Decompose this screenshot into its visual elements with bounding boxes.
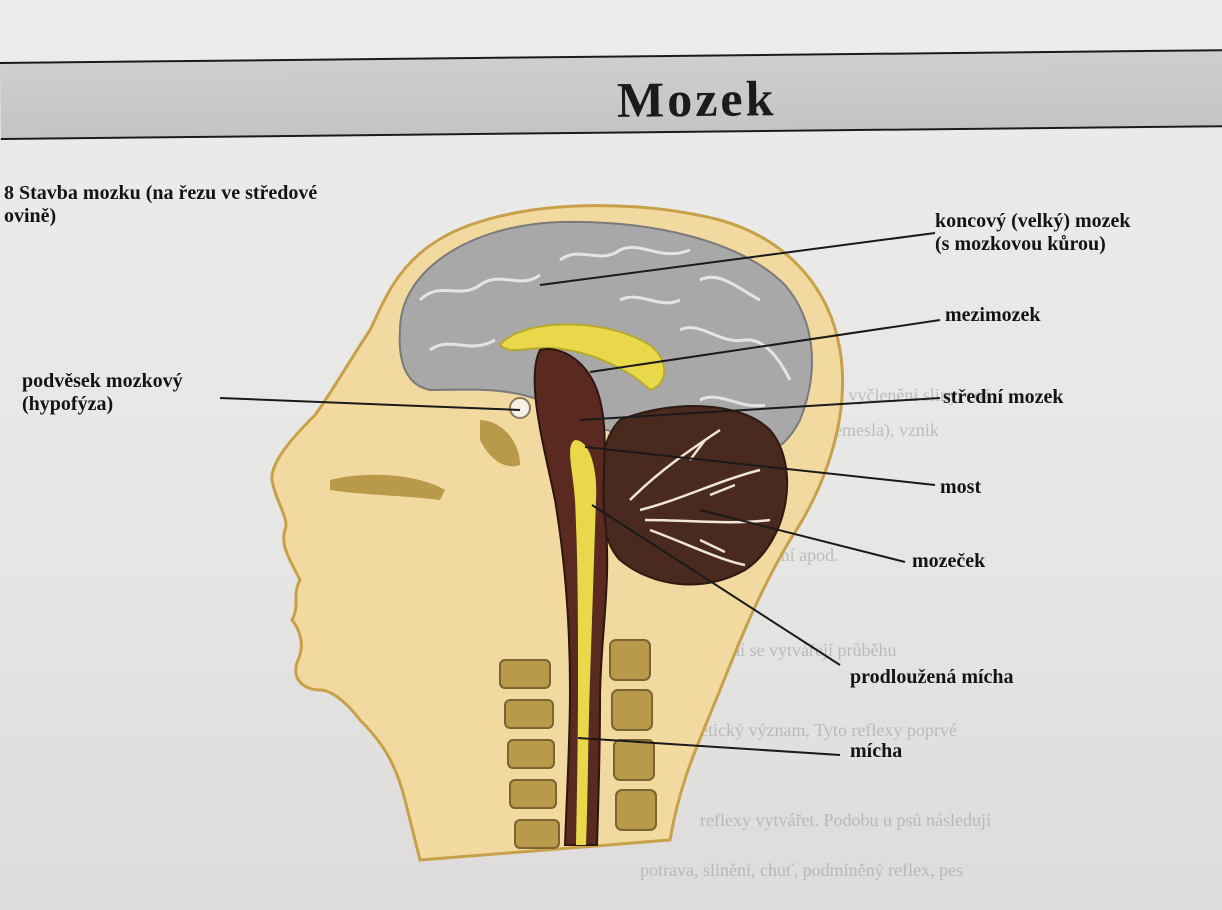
- label-pons: most: [940, 476, 981, 499]
- label-cerebrum: koncový (velký) mozek (s mozkovou kůrou): [935, 210, 1131, 256]
- cerebellum: [599, 406, 787, 584]
- label-medulla: prodloužená mícha: [850, 666, 1014, 689]
- label-diencephalon: mezimozek: [945, 304, 1041, 327]
- label-cerebellum: mozeček: [912, 550, 985, 573]
- label-spinal-cord: mícha: [850, 740, 902, 763]
- pituitary-gland: [510, 398, 530, 418]
- label-pituitary: podvěsek mozkový (hypofýza): [22, 370, 183, 416]
- label-midbrain: střední mozek: [943, 386, 1064, 409]
